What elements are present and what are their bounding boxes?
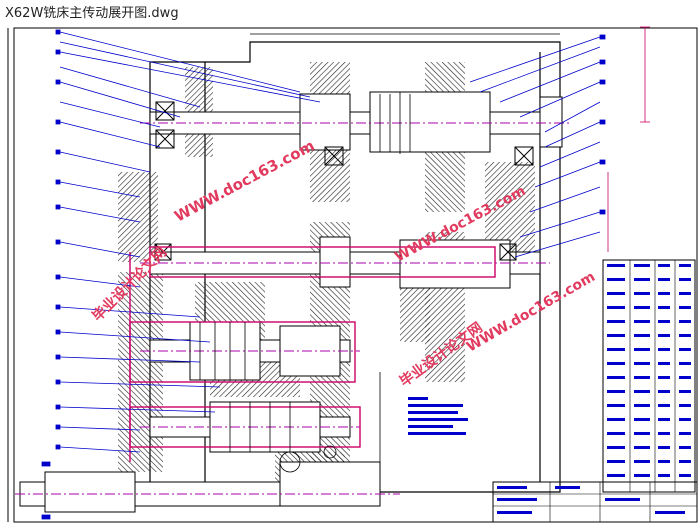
shaft-2 xyxy=(140,236,550,289)
dimension-lines xyxy=(250,26,650,462)
gear-profiles xyxy=(199,92,411,473)
section-outlines xyxy=(129,246,496,462)
technical-notes xyxy=(408,397,468,435)
window-title: X62W铣床主传动展开图.dwg xyxy=(5,5,179,21)
leader-lines-left xyxy=(41,29,321,520)
drawing-viewport[interactable]: WWW.doc163.com 毕业设计论文网 WWW.doc163.com 毕业… xyxy=(0,22,699,524)
window-titlebar: X62W铣床主传动展开图.dwg xyxy=(0,0,699,22)
leader-lines-right xyxy=(469,34,606,258)
drawing-frame xyxy=(13,27,698,523)
title-block xyxy=(492,481,698,523)
shaft-4 xyxy=(140,401,360,453)
spindle-shaft xyxy=(15,461,400,513)
gear-parameter-table xyxy=(602,259,696,493)
shaft-3 xyxy=(140,321,360,381)
